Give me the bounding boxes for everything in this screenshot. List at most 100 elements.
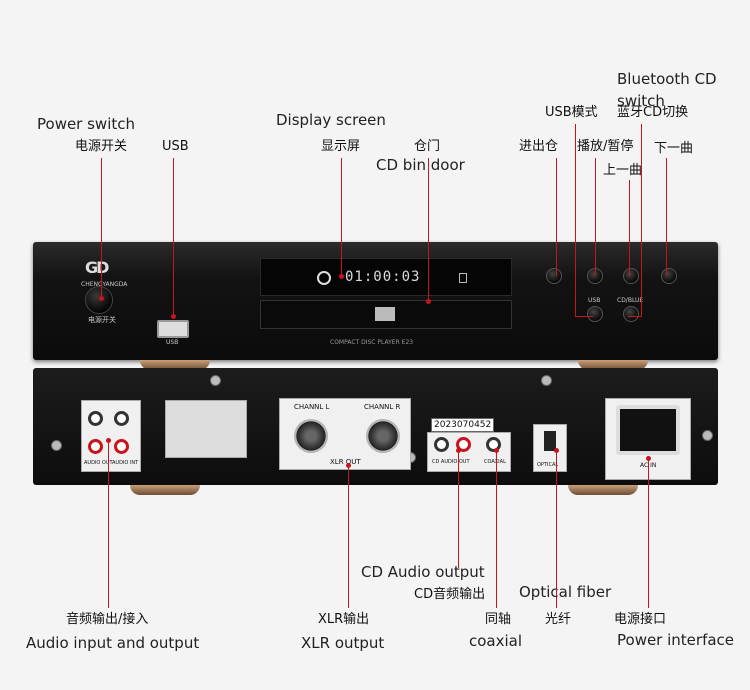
display-readout: 01:00:03 [345,269,421,285]
bin-door-label-zh: 仓门 [414,139,441,154]
callout-dot [554,448,559,453]
power-switch-label-en: Power switch [37,115,136,133]
power-switch-text: 电源开关 [88,316,116,324]
rear-foot-right [568,485,638,495]
next-track-label: 下一曲 [654,141,694,156]
usb-mode-label: USB模式 [545,105,598,120]
callout-dot [426,299,431,304]
rca-out-l[interactable] [88,439,103,454]
xlr-right-jack[interactable] [366,419,400,453]
brand-logo: GD [85,258,109,277]
bluetooth-cd-label-zh: 蓝牙CD切换 [617,105,689,120]
callout-line [595,158,596,276]
spec-label [165,400,247,458]
callout-line [341,158,342,276]
channel-l-text: CHANNL L [294,403,330,411]
serial-sticker: 2023070452 [431,418,495,432]
rca-in-r[interactable] [114,411,129,426]
callout-line [173,158,174,316]
power-interface-label-en: Power interface [617,631,735,649]
screw [51,440,62,451]
callout-line [666,158,667,276]
cd-out-l[interactable] [434,437,449,452]
optical-port[interactable] [544,431,556,451]
coaxial-label-zh: 同轴 [485,612,512,627]
front-foot-left [140,360,210,370]
play-pause-label: 播放/暂停 [577,139,634,154]
power-switch-label-zh: 电源开关 [75,139,128,154]
eject-label: 进出仓 [519,139,559,154]
power-interface-panel: AC IN [605,398,691,480]
audio-io-panel: AUDIO OUT AUDIO INT [81,400,141,472]
screw [702,430,713,441]
rear-foot-left [130,485,200,495]
brand-name: CHENGYANGDA [81,281,128,288]
bluetooth-cd-button[interactable] [623,306,639,322]
callout-dot [456,448,461,453]
model-text: COMPACT DISC PLAYER E23 [330,339,414,346]
callout-dot [171,314,176,319]
screw [210,375,221,386]
xlr-out-text: XLR OUT [330,458,361,466]
ac-inlet[interactable] [616,405,680,455]
usb-label: USB [162,139,189,154]
audio-io-label-zh: 音频输出/接入 [66,612,149,627]
audio-in-text: AUDIO INT [112,460,139,466]
callout-line [458,450,459,568]
callout-line [108,440,109,608]
callout-line [496,450,497,608]
xlr-panel: CHANNL L CHANNL R XLR OUT [279,398,411,470]
usb-port-text: USB [166,339,179,346]
callout-line [556,450,557,608]
optical-text: OPTICAL [537,462,559,468]
cd-audio-out-text: CD AUDIO OUT [432,459,470,465]
callout-line [641,124,642,316]
prev-track-button[interactable] [623,268,639,284]
display-screen-label-zh: 显示屏 [321,139,361,154]
callout-line [101,158,102,298]
callout-line [628,316,642,317]
xlr-left-jack[interactable] [294,419,328,453]
eject-button[interactable] [546,268,562,284]
callout-line [348,465,349,608]
display-screen: 01:00:03 [260,258,512,296]
callout-dot [99,296,104,301]
cd-logo-icon [375,307,395,321]
callout-dot [494,448,499,453]
cd-audio-output-label-zh: CD音频输出 [414,587,486,602]
usb-mode-button[interactable] [587,306,603,322]
usb-mode-button-text: USB [588,297,601,304]
coaxial-text: COAXIAL [484,459,506,465]
rca-in-l[interactable] [88,411,103,426]
bin-door-label-en: CD bin door [376,156,465,174]
screw [541,375,552,386]
display-screen-label-en: Display screen [276,111,386,129]
xlr-output-label-en: XLR output [301,634,385,652]
callout-line [629,180,630,276]
callout-line [648,458,649,608]
callout-line [575,124,576,316]
next-track-button[interactable] [661,268,677,284]
audio-io-label-en: Audio input and output [26,634,200,652]
power-interface-label-zh: 电源接口 [614,612,667,627]
callout-dot [339,274,344,279]
channel-r-text: CHANNL R [364,403,401,411]
callout-line [428,158,429,301]
front-foot-right [578,360,648,370]
disc-icon [317,271,331,285]
bluetooth-cd-button-text: CD/BLUE [617,297,644,304]
optical-fiber-label-zh: 光纤 [545,612,572,627]
optical-fiber-label-en: Optical fiber [519,583,612,601]
rear-panel: AUDIO OUT AUDIO INT CHANNL L CHANNL R XL… [33,368,718,485]
callout-line [575,316,593,317]
callout-dot [346,463,351,468]
xlr-output-label-zh: XLR输出 [318,612,370,627]
coaxial-label-en: coaxial [469,632,523,650]
cd-bin-door[interactable] [260,300,512,329]
bluetooth-cd-label-en: Bluetooth CD switch [617,70,717,110]
callout-dot [646,456,651,461]
usb-port[interactable] [157,320,189,338]
rca-out-r[interactable] [114,439,129,454]
optical-panel: OPTICAL [533,424,567,472]
callout-line [556,158,557,276]
